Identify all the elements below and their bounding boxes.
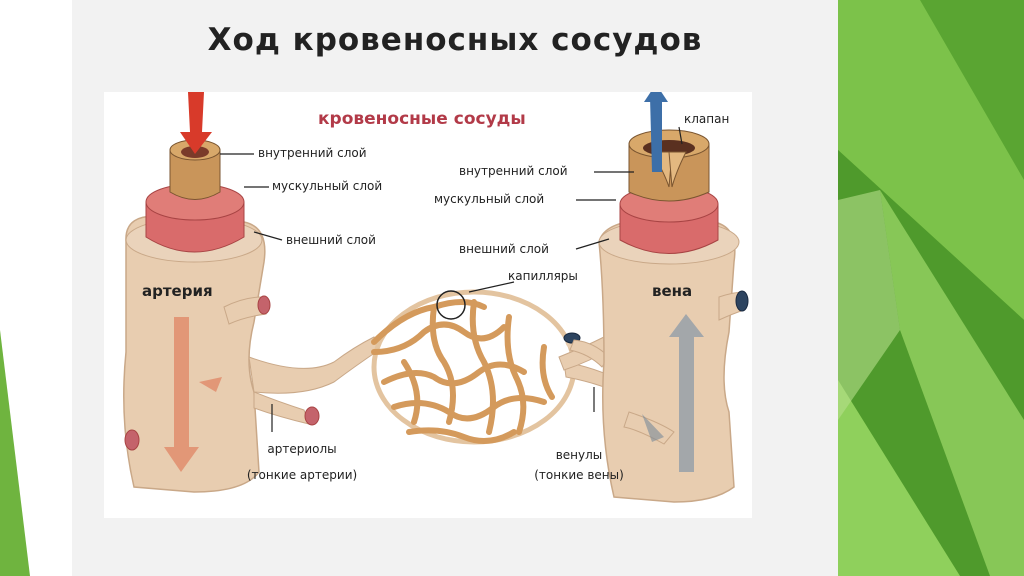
artery-inner-layer bbox=[169, 149, 221, 200]
vein-flow-arrow bbox=[669, 314, 704, 472]
arteriole-branch bbox=[248, 336, 380, 394]
slide-title: Ход кровеносных сосудов bbox=[207, 22, 703, 58]
diagram-title: кровеносные сосуды bbox=[318, 109, 526, 129]
blood-vessels-diagram: кровеносные сосуды внутренний слой муску… bbox=[104, 92, 752, 518]
label-artery-inner-layer: внутренний слой bbox=[258, 146, 367, 160]
artery-inflow-arrow bbox=[180, 92, 212, 154]
capillary-highlight bbox=[436, 290, 466, 320]
vein-outflow-arrow bbox=[650, 97, 662, 172]
label-artery-muscle-layer: мускульный слой bbox=[272, 179, 383, 193]
label-artery-outer-layer: внешний слой bbox=[286, 233, 376, 247]
label-vein-outer-layer: внешний слой bbox=[459, 242, 549, 256]
label-vein: вена bbox=[652, 282, 693, 300]
leader-lines bbox=[220, 126, 683, 432]
label-vein-valve: клапан bbox=[684, 112, 730, 126]
label-arterioles-note: (тонкие артерии) bbox=[246, 468, 358, 482]
label-arterioles: артериолы bbox=[267, 442, 337, 456]
vessels-illustration bbox=[123, 92, 749, 503]
artery-flow-arrow bbox=[164, 317, 199, 472]
label-capillaries: капилляры bbox=[508, 269, 578, 283]
label-artery: артерия bbox=[142, 282, 213, 300]
capillary-network bbox=[371, 289, 577, 445]
label-vein-muscle-layer: мускульный слой bbox=[434, 192, 545, 206]
label-vein-inner-layer: внутренний слой bbox=[459, 164, 568, 178]
label-venules-note: (тонкие вены) bbox=[534, 468, 624, 482]
label-venules: венулы bbox=[555, 448, 603, 462]
